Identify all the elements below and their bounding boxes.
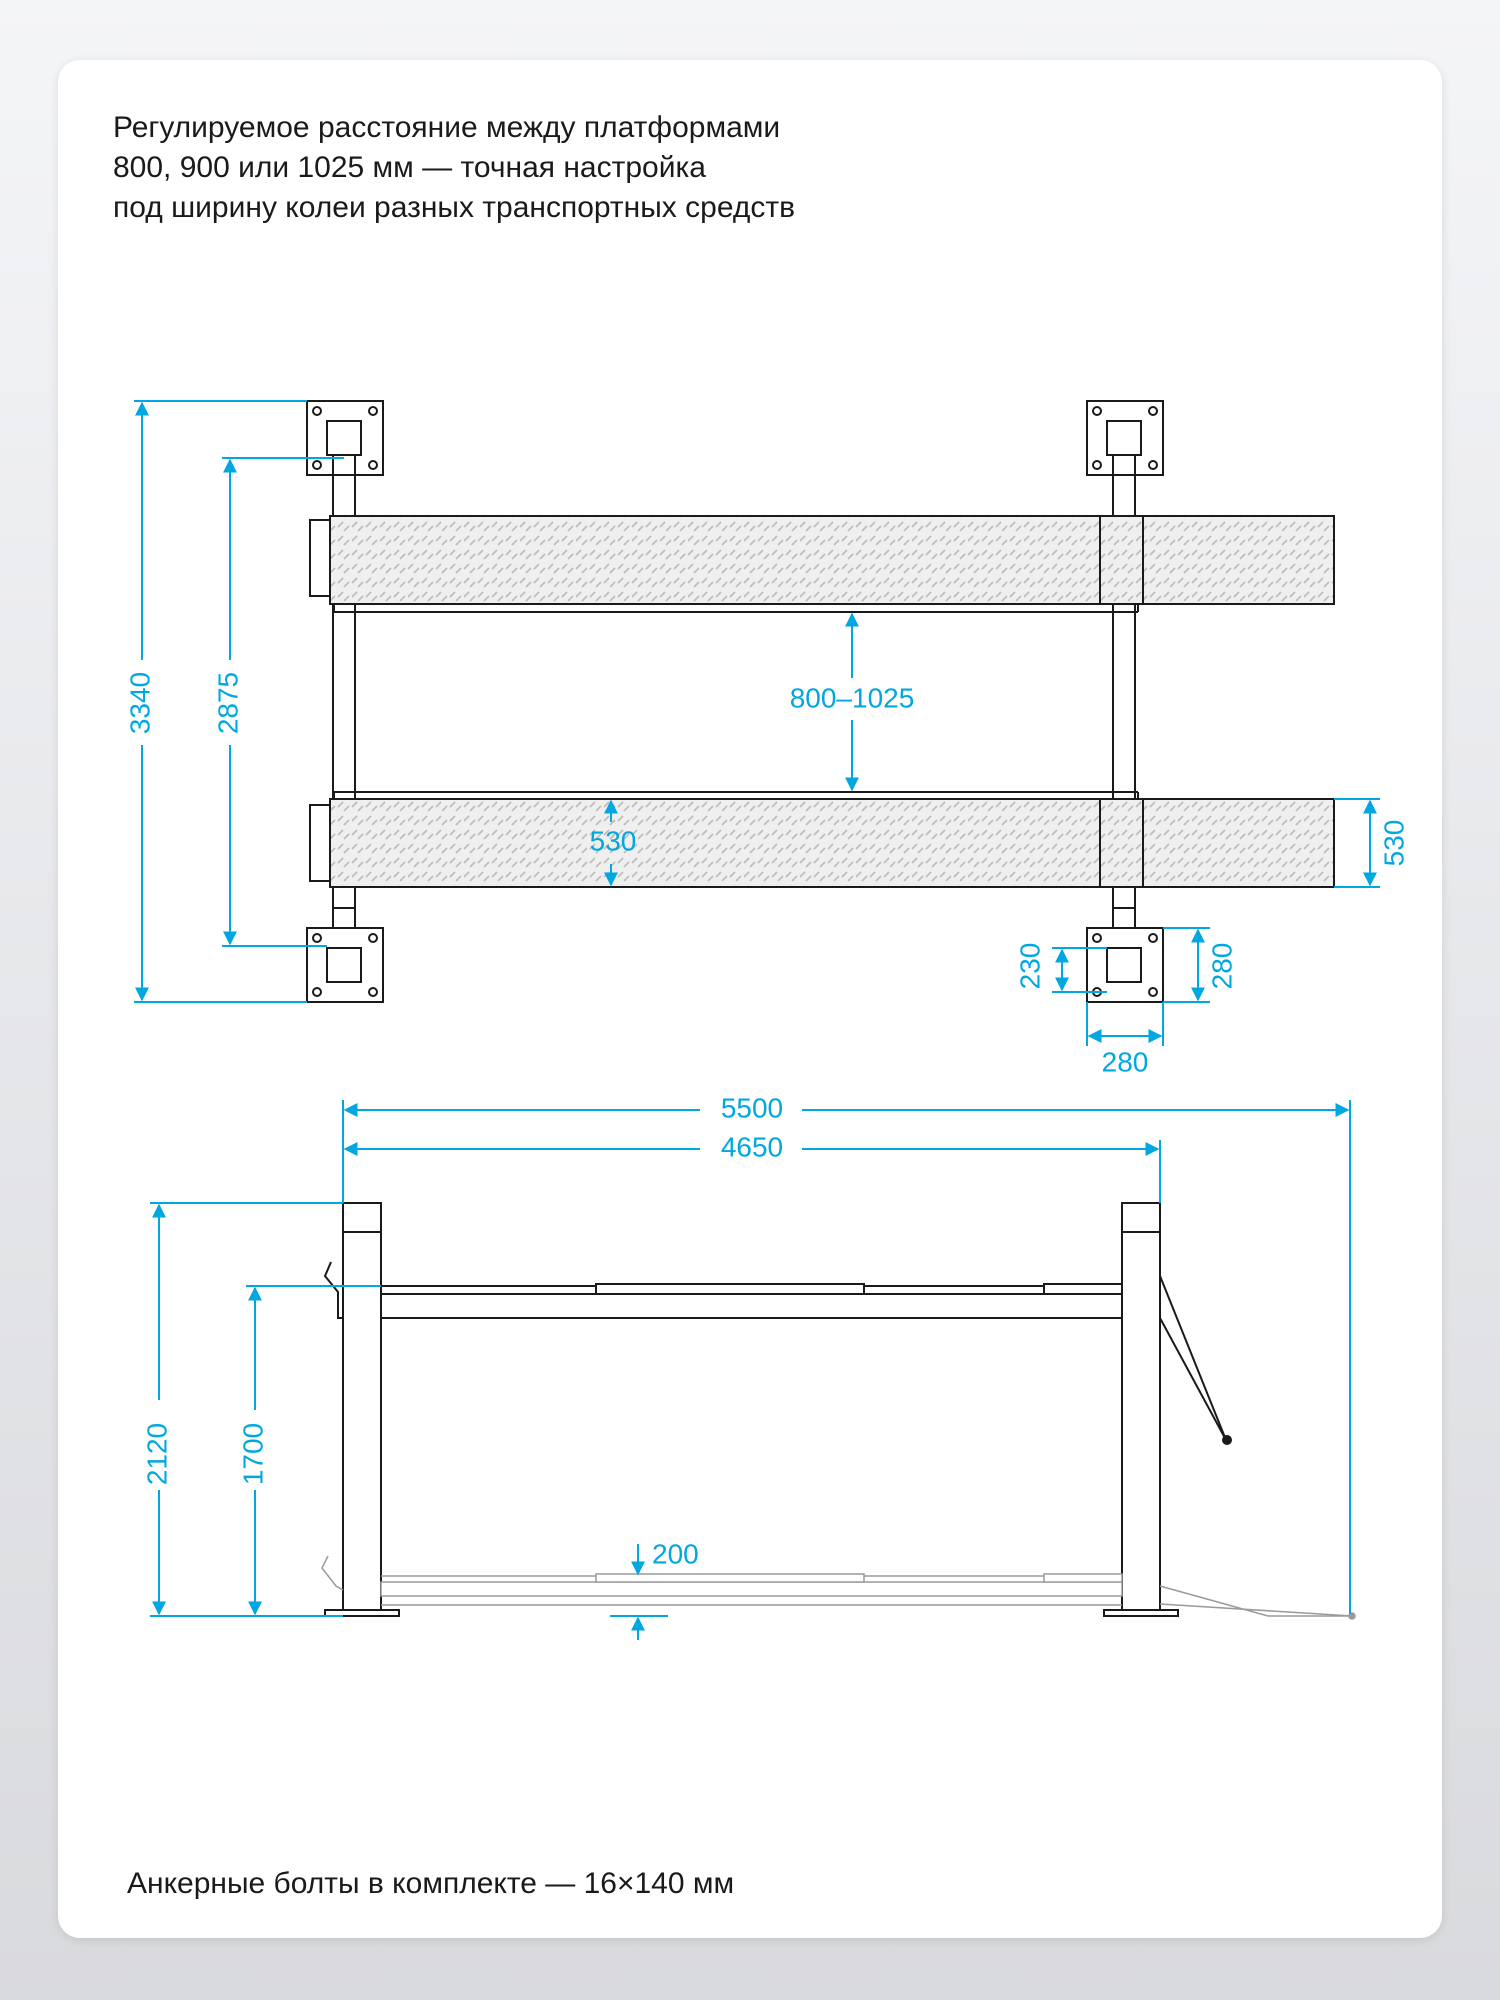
dim-label-2120: 2120 bbox=[141, 1423, 172, 1485]
side-view-dimensions bbox=[150, 1100, 1351, 1640]
dim-label-4650: 4650 bbox=[721, 1131, 783, 1162]
headline-line-1: Регулируемое расстояние между платформам… bbox=[113, 111, 781, 144]
column-right bbox=[1103, 1202, 1179, 1617]
dim-label-280-horizontal: 280 bbox=[1102, 1046, 1149, 1077]
dim-label-530-left: 530 bbox=[590, 825, 637, 856]
platform-lower bbox=[309, 791, 1335, 888]
column-left bbox=[324, 1202, 400, 1617]
dim-label-530-right: 530 bbox=[1378, 820, 1409, 867]
dim-label-800-1025: 800–1025 bbox=[790, 682, 915, 713]
side-view bbox=[321, 1202, 1356, 1620]
top-view-dimensions bbox=[134, 400, 1380, 1046]
dim-label-3340: 3340 bbox=[124, 672, 155, 734]
dimension-labels: 3340 2875 800–1025 530 530 230 280 280 5… bbox=[124, 672, 1409, 1570]
dim-label-1700: 1700 bbox=[237, 1423, 268, 1485]
side-platform-raised bbox=[323, 1261, 1232, 1445]
dim-label-5500: 5500 bbox=[721, 1092, 783, 1123]
base-plate-bottom-left bbox=[306, 927, 384, 1003]
headline-line-2: 800, 900 или 1025 мм — точная настройка bbox=[113, 151, 706, 184]
headline-line-3: под ширину колеи разных транспортных сре… bbox=[113, 191, 796, 224]
dim-label-280-vertical: 280 bbox=[1206, 943, 1237, 990]
dim-label-200: 200 bbox=[652, 1538, 699, 1569]
base-plate-bottom-right bbox=[1086, 927, 1164, 1003]
footer-note: Анкерные болты в комплекте — 16×140 мм bbox=[127, 1867, 735, 1900]
platform-upper bbox=[309, 515, 1335, 613]
top-view bbox=[306, 400, 1335, 1003]
dim-label-2875: 2875 bbox=[212, 672, 243, 734]
dim-label-230: 230 bbox=[1014, 943, 1045, 990]
headline-text: Регулируемое расстояние между платформам… bbox=[113, 108, 1113, 228]
side-platform-lowered bbox=[321, 1555, 1356, 1620]
content-card bbox=[58, 60, 1442, 1938]
